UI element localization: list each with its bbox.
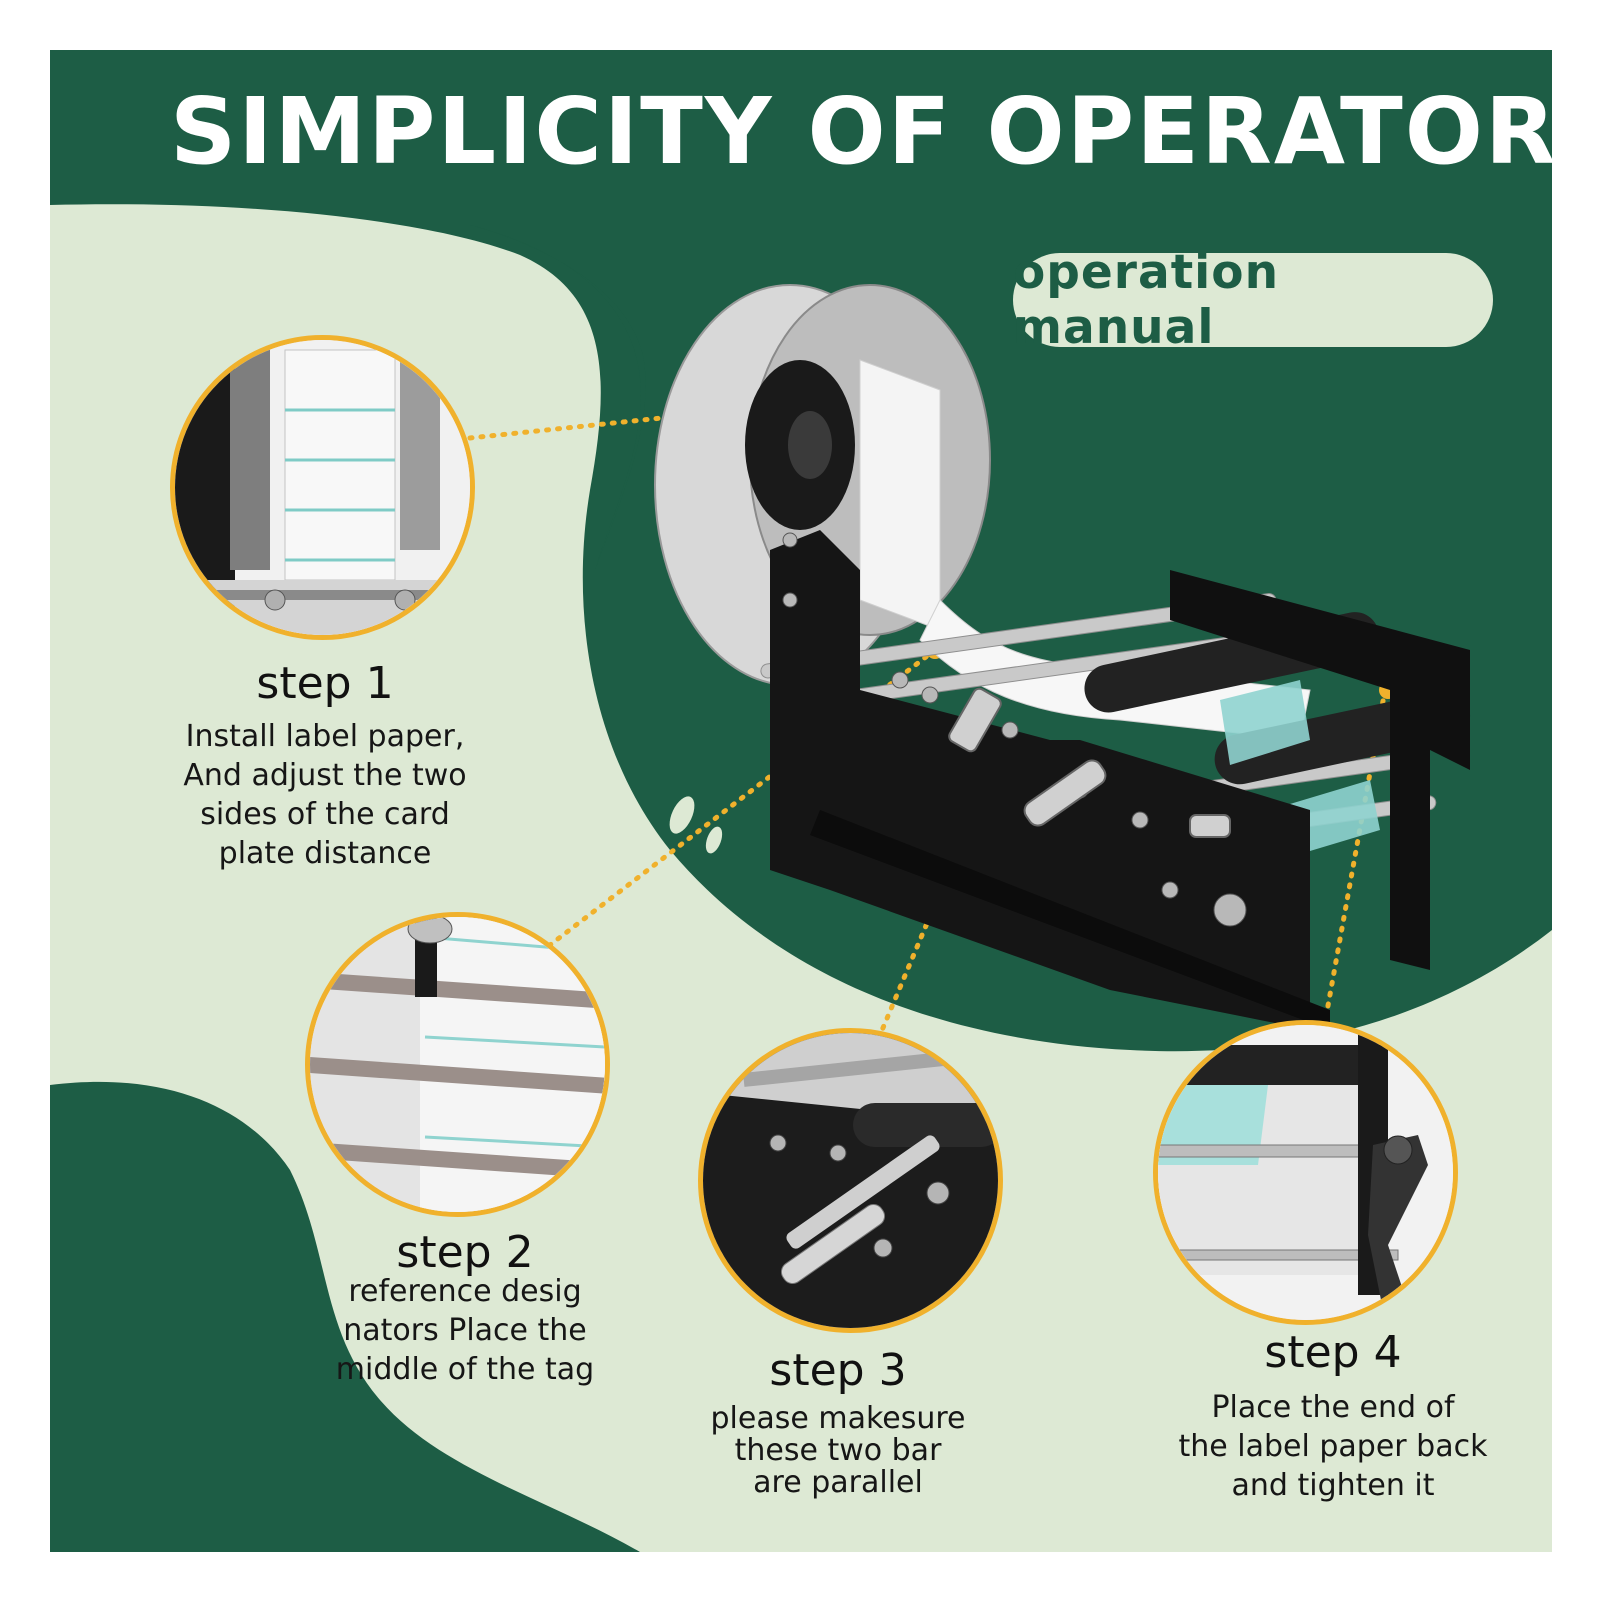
step-2-text: reference desig nators Place the middle …: [335, 1274, 595, 1387]
step-1-text: Install label paper, And adjust the two …: [183, 719, 467, 871]
operation-manual-badge: operation manual: [1013, 245, 1493, 355]
step-1-title: step 1: [256, 658, 394, 709]
step-3-title: step 3: [769, 1345, 907, 1396]
step-4-photo: [1153, 1020, 1458, 1325]
step-1-photo: [170, 335, 475, 640]
labeling-machine-image: [654, 284, 1471, 1030]
step-3-photo: [698, 1028, 1003, 1333]
step-2-photo: [305, 912, 610, 1217]
step-3-text: please makesure these two bar are parall…: [710, 1401, 966, 1500]
page-title: SIMPLICITY OF OPERATOR: [170, 78, 1552, 185]
step-4-title: step 4: [1264, 1327, 1402, 1378]
step-4-text: Place the end of the label paper back an…: [1178, 1390, 1488, 1503]
step-2-title: step 2: [396, 1227, 534, 1278]
infographic-panel: SIMPLICITY OF OPERATOR operation manual: [50, 50, 1552, 1552]
